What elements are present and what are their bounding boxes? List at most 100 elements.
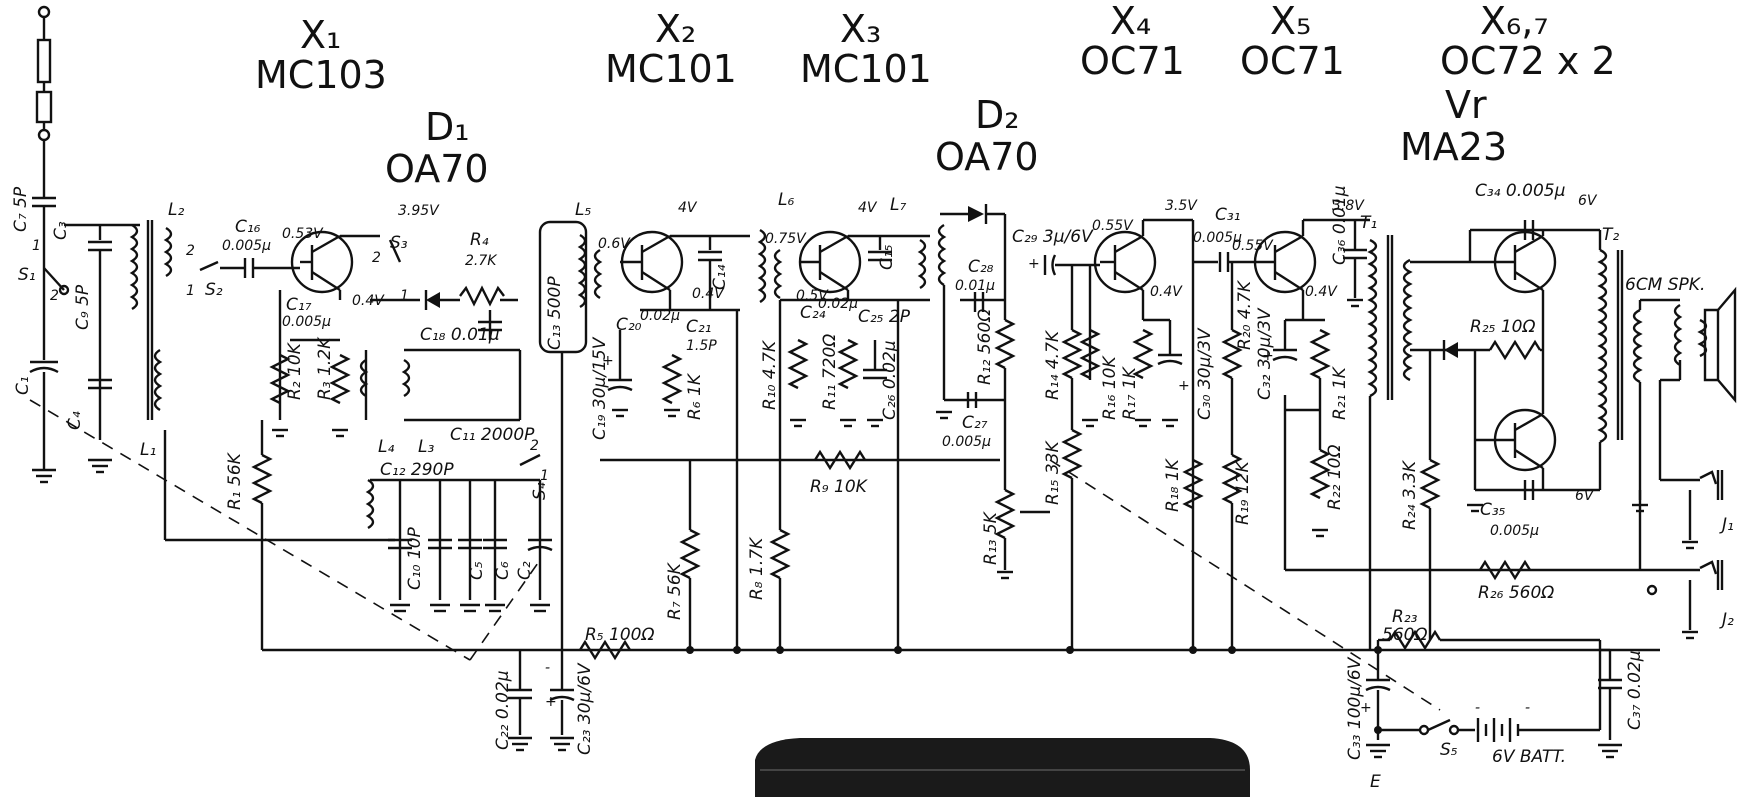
c19-label: C₁₉ 30μ/15V <box>590 336 610 440</box>
d1-type: OA70 <box>385 147 489 191</box>
t2-label: T₂ <box>1602 225 1619 245</box>
x5-transistor <box>1253 230 1317 294</box>
s1-pos-1: 2 <box>50 288 59 304</box>
r5-resistor <box>578 639 632 661</box>
x3-ref: X₃ <box>840 7 881 51</box>
d1-diode <box>426 292 440 308</box>
v-x1-base: 0.53V <box>282 226 324 242</box>
c16-value: 0.005μ <box>222 238 271 254</box>
c12-label: C₁₂ 290P <box>380 460 454 480</box>
c30-plus: + <box>1178 378 1190 394</box>
l7-label: L₇ <box>890 195 906 215</box>
r11-resistor <box>837 338 859 390</box>
r22-resistor <box>1309 448 1331 500</box>
r20-label: R₂₀ 4.7K <box>1235 279 1255 350</box>
r21-label: R₂₁ 1K <box>1330 365 1350 420</box>
c30-label: C₃₀ 30μ/3V <box>1195 327 1215 420</box>
x2-transistor <box>620 230 684 294</box>
c37-label: C₃₇ 0.02μ <box>1625 650 1645 730</box>
c21-label: C₂₁ <box>686 317 712 337</box>
l5-secondary <box>593 248 603 300</box>
c17-value: 0.005μ <box>282 314 331 330</box>
c25-label: C₂₅ 2P <box>858 307 911 327</box>
t2-secondary <box>1632 308 1643 384</box>
x6-transistor <box>1410 230 1557 294</box>
j2-jack[interactable] <box>1699 560 1718 575</box>
x5-ref: X₅ <box>1270 0 1311 43</box>
d2-diode <box>968 206 984 222</box>
x4-ref: X₄ <box>1110 0 1151 43</box>
l3-label: L₃ <box>418 437 434 457</box>
r13-volume[interactable] <box>994 488 1016 540</box>
r15-label: R₁₅ 33K <box>1043 440 1063 505</box>
r14-label: R₁₄ 4.7K <box>1043 329 1063 400</box>
v-x2-base: 0.6V <box>598 236 631 252</box>
c11-label: C₁₁ 2000P <box>450 425 535 445</box>
r18-resistor <box>1182 458 1204 510</box>
j1-jack[interactable] <box>1699 470 1718 485</box>
r16-label: R₁₆ 10K <box>1100 355 1120 420</box>
v-x4-emitter: 0.4V <box>1150 284 1183 300</box>
l1-label: L₁ <box>140 440 156 460</box>
r16-resistor <box>1079 328 1101 380</box>
r26-label: R₂₆ 560Ω <box>1478 583 1554 603</box>
c32-label: C₃₂ 30μ/3V <box>1255 307 1275 400</box>
s3-switch[interactable] <box>388 239 402 263</box>
v-x4-base: 0.55V <box>1092 218 1134 234</box>
l4-label: L₄ <box>378 437 394 457</box>
s5-power-switch[interactable] <box>1427 718 1451 732</box>
v-x5-base: 0.55V <box>1232 238 1274 254</box>
c32-plus: + <box>1262 348 1274 364</box>
r21-resistor <box>1309 328 1331 380</box>
speaker-magnet <box>1703 308 1720 382</box>
v-x4-collector: 3.5V <box>1165 198 1198 214</box>
c24-value: 0.02μ <box>818 296 858 312</box>
r23-label: R₂₃ <box>1392 607 1418 627</box>
c33-label: C₃₃ 100μ/6V <box>1345 656 1365 760</box>
v-x7-collector: 6V <box>1575 488 1595 504</box>
vr-varistor <box>1444 342 1458 358</box>
vr-ref: Vr <box>1445 83 1487 127</box>
s4-switch[interactable] <box>519 453 541 467</box>
r4-value: 2.7K <box>465 253 498 269</box>
s5-label: S₅ <box>1440 740 1458 760</box>
r4-label: R₄ <box>470 230 489 250</box>
x4-transistor <box>1093 230 1157 294</box>
c35-value: 0.005μ <box>1490 523 1539 539</box>
s2-switch[interactable] <box>199 260 219 272</box>
r20-resistor <box>1221 328 1243 380</box>
v-x1-emitter: 0.4V <box>352 293 385 309</box>
l6-coil <box>757 228 767 304</box>
c27-label: C₂₇ <box>962 413 988 433</box>
t2-primary <box>1597 248 1608 444</box>
x2-ref: X₂ <box>655 7 696 51</box>
j2-label: J₂ <box>1719 610 1734 630</box>
r17-label: R₁₇ 1K <box>1120 365 1140 420</box>
r17-resistor <box>1132 328 1154 380</box>
r13-label: R₁₃ 5K <box>981 510 1001 565</box>
osc-coil-2 <box>401 358 411 398</box>
c17-label: C₁₇ <box>286 295 312 315</box>
r12-resistor <box>994 318 1016 370</box>
gang-link-1 <box>29 399 471 661</box>
speaker-cone <box>1717 286 1737 404</box>
r5-label: R₅ 100Ω <box>585 625 654 645</box>
d2-type: OA70 <box>935 135 1039 179</box>
x67-type: OC72 x 2 <box>1440 39 1616 83</box>
l2-coil <box>163 226 173 278</box>
t1-label: T₁ <box>1360 213 1377 233</box>
c5-label: C₅ <box>467 561 487 580</box>
r3-label: R₃ 1.2K <box>315 336 335 400</box>
r3-resistor <box>329 353 351 405</box>
j1-label: J₁ <box>1719 515 1734 535</box>
r25-label: R₂₅ 10Ω <box>1470 317 1535 337</box>
c19-plus: + <box>602 353 614 369</box>
x1-type: MC103 <box>255 53 387 97</box>
r2-label: R₂ 10K <box>285 341 305 400</box>
r24-label: R₂₄ 3.3K <box>1400 459 1420 530</box>
e-label: E <box>1370 772 1381 792</box>
c33-plus: + <box>1360 700 1372 716</box>
v-x5-collector: 3.8V <box>1332 198 1365 214</box>
l5-coil <box>577 233 587 309</box>
s4-pos-1: 1 <box>540 468 549 484</box>
